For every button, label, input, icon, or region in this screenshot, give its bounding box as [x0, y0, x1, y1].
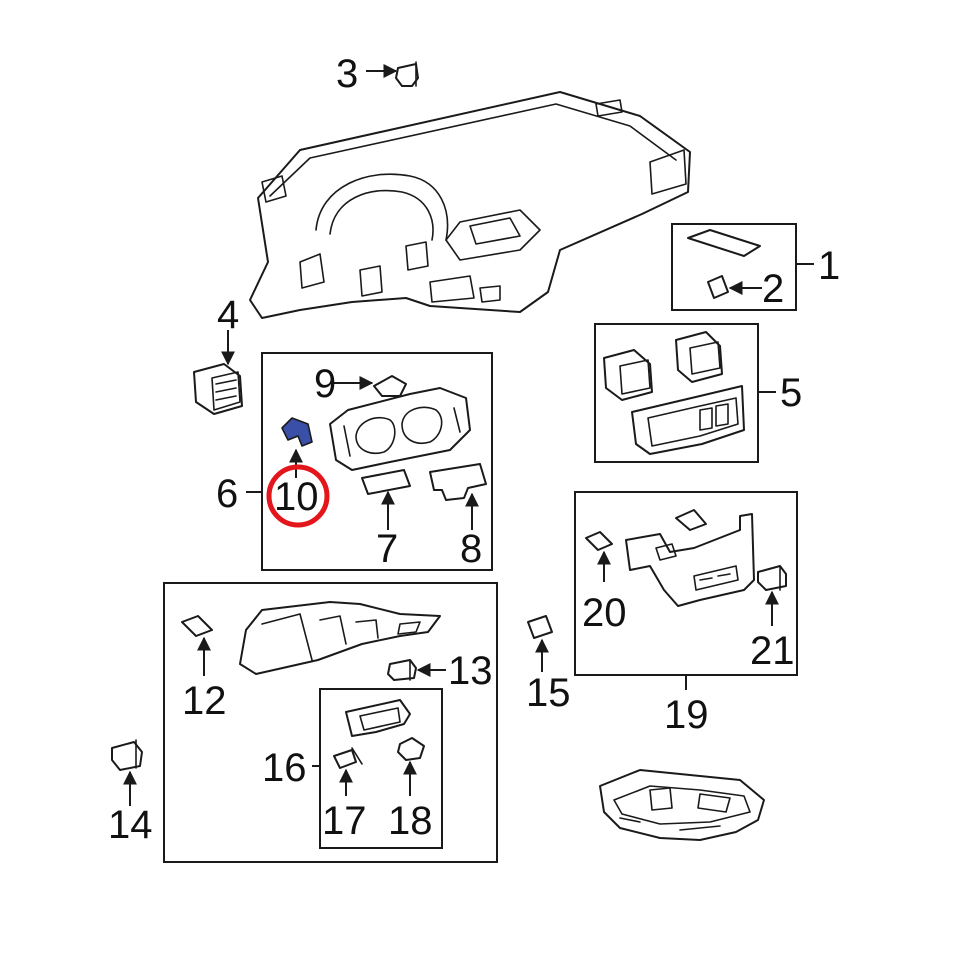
callout-1: 1 [818, 244, 840, 288]
callout-13: 13 [448, 649, 493, 693]
group-box-6 [261, 352, 493, 571]
part-13-clip [387, 659, 417, 681]
lower-panel-trim [239, 601, 441, 675]
callout-3: 3 [336, 52, 358, 96]
part-21-clip [757, 565, 787, 591]
callout-18: 18 [388, 799, 433, 843]
part-17-clip [333, 747, 363, 769]
part-16-pocket [345, 699, 411, 737]
group-box-1 [671, 223, 797, 311]
part-4-vent [193, 363, 243, 415]
part-5-vents-panel [603, 331, 745, 455]
cluster-bezel [329, 387, 471, 471]
callout-10: 10 [274, 475, 319, 519]
callout-6: 6 [216, 472, 238, 516]
group-box-lower-panel [163, 582, 498, 863]
callout-16: 16 [262, 746, 307, 790]
part-7-panel [361, 469, 411, 495]
part-18-clip [397, 737, 425, 761]
part-12-clip [181, 615, 213, 637]
callout-19: 19 [664, 693, 709, 737]
callout-8: 8 [460, 527, 482, 571]
part-8-panel [429, 463, 487, 501]
callout-20: 20 [582, 591, 627, 635]
selected-part-highlight-ring [266, 464, 330, 528]
part-14-clip [111, 739, 143, 771]
part-1-cover [687, 229, 761, 257]
callout-21: 21 [750, 629, 795, 673]
part-9-clip [373, 375, 407, 397]
part-2-clip [707, 275, 729, 299]
callout-17: 17 [322, 799, 367, 843]
part-15-clip [527, 615, 553, 639]
instrument-panel-drawing [249, 91, 691, 319]
callout-15: 15 [526, 671, 571, 715]
callout-12: 12 [182, 679, 227, 723]
part-3-clip [395, 61, 419, 87]
callout-2: 2 [762, 267, 784, 311]
callout-14: 14 [108, 803, 153, 847]
part-20-clip [585, 531, 613, 551]
callout-5: 5 [780, 371, 802, 415]
group-box-16 [319, 688, 443, 849]
callout-7: 7 [376, 527, 398, 571]
part-10-selected [281, 417, 313, 447]
callout-9: 9 [314, 362, 336, 406]
lower-support-bracket [599, 769, 765, 841]
callout-4: 4 [217, 293, 239, 337]
part-19-bracket [625, 509, 755, 607]
